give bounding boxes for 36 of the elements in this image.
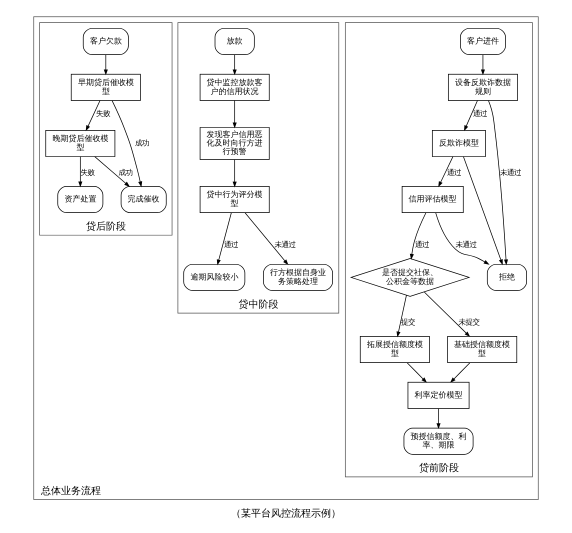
edge-label: 通过 xyxy=(414,240,429,249)
arrow xyxy=(488,100,508,266)
arrow xyxy=(396,294,407,338)
arrow xyxy=(464,100,478,132)
arrow xyxy=(94,156,130,187)
arrow xyxy=(244,212,288,266)
edge-label: 未通过 xyxy=(274,240,296,249)
edge-label: 失败 xyxy=(96,108,110,118)
edge-label: 失败 xyxy=(80,168,95,177)
arrow xyxy=(435,212,490,265)
arrow xyxy=(104,54,108,76)
arrow xyxy=(78,156,82,188)
arrow xyxy=(232,100,237,128)
arrow xyxy=(436,408,441,430)
arrow xyxy=(232,54,237,76)
edge-label: 未通过 xyxy=(500,168,522,177)
edge-label: 通过 xyxy=(446,168,461,177)
arrow xyxy=(216,212,232,266)
arrow xyxy=(410,212,426,260)
arrow xyxy=(438,156,454,188)
arrow xyxy=(86,100,100,132)
edge-label: 成功 xyxy=(118,168,132,177)
arrow xyxy=(406,362,428,383)
arrow xyxy=(463,156,503,266)
arrow xyxy=(232,159,237,188)
edge-label: 通过 xyxy=(473,108,488,118)
arrow xyxy=(450,362,470,383)
edge-label: 未通过 xyxy=(456,240,477,249)
arrow xyxy=(112,100,142,188)
arrow xyxy=(480,54,485,76)
edge-label: 成功 xyxy=(135,138,150,148)
arrow xyxy=(424,292,470,338)
edge-label: 未提交 xyxy=(458,318,480,327)
caption: （某平台风控流程示例） xyxy=(231,508,341,520)
edge-label: 通过 xyxy=(224,240,238,249)
edge-label: 提交 xyxy=(400,318,415,327)
